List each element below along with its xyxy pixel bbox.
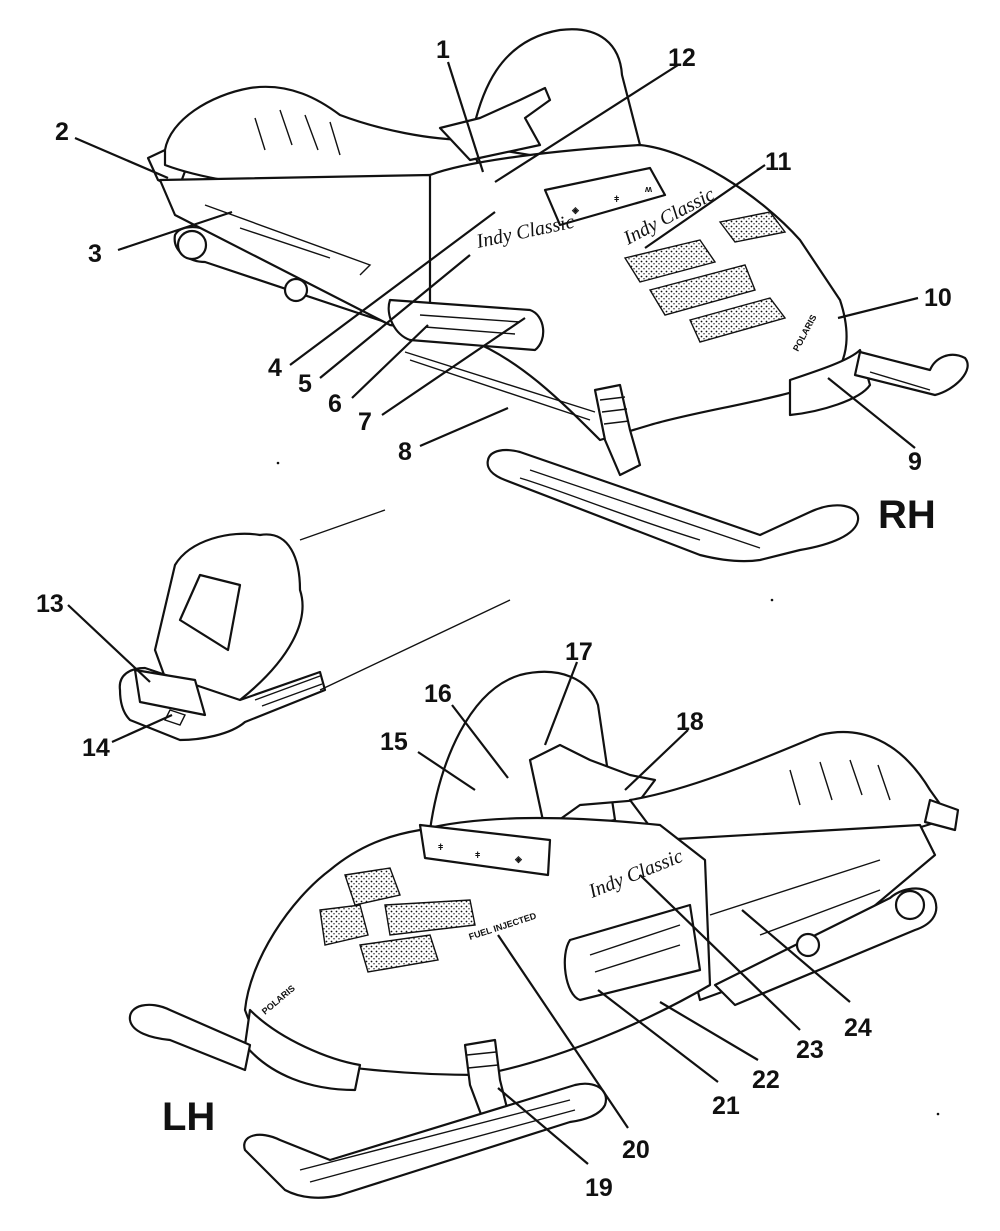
rh-mid-wheel bbox=[283, 277, 309, 303]
leader-1 bbox=[446, 61, 485, 173]
inset-taillight bbox=[133, 668, 207, 717]
leader-14 bbox=[111, 713, 173, 744]
lh-hood-vent-4 bbox=[359, 934, 439, 973]
leader-2 bbox=[74, 136, 169, 180]
callout-11: 11 bbox=[765, 148, 792, 176]
leader-16 bbox=[451, 704, 509, 779]
lh-rear-wheel bbox=[894, 889, 926, 921]
lh-rear-bumper bbox=[923, 798, 960, 832]
callout-9: 9 bbox=[908, 448, 922, 476]
rh-hood-vent-3 bbox=[689, 297, 787, 343]
rear-inset bbox=[118, 509, 511, 742]
leader-23 bbox=[639, 874, 801, 1031]
leader-lines bbox=[67, 61, 919, 1165]
leader-8 bbox=[419, 406, 509, 448]
scan-speck bbox=[770, 598, 774, 602]
callout-14: 14 bbox=[82, 734, 110, 762]
callout-19: 19 bbox=[585, 1174, 613, 1202]
rh-hood-vent-1 bbox=[623, 239, 717, 283]
svg-text:◈: ◈ bbox=[514, 854, 523, 864]
rh-spindle bbox=[593, 383, 642, 477]
scan-speck bbox=[276, 461, 280, 465]
callout-21: 21 bbox=[712, 1092, 740, 1120]
callout-4: 4 bbox=[268, 354, 282, 382]
leader-3 bbox=[117, 210, 233, 252]
lh-hood-vent-1 bbox=[344, 867, 401, 906]
lh-view-label: LH bbox=[162, 1095, 215, 1139]
callout-1: 1 bbox=[436, 36, 450, 64]
callout-3: 3 bbox=[88, 240, 102, 268]
lh-mid-wheel bbox=[795, 932, 821, 958]
leader-12 bbox=[494, 64, 679, 183]
rh-console bbox=[543, 166, 667, 227]
rh-snowmobile: ◈ ǂ ʍ Indy Classic Indy Classic POLARIS bbox=[146, 28, 969, 563]
leader-22 bbox=[659, 1001, 759, 1061]
rh-side-scoop bbox=[387, 298, 545, 352]
callout-18: 18 bbox=[676, 708, 704, 736]
leader-4 bbox=[289, 211, 496, 366]
svg-text:ʍ: ʍ bbox=[644, 184, 653, 194]
leader-5 bbox=[319, 254, 471, 379]
lh-nose bbox=[243, 1008, 362, 1092]
lh-hood-vent-2 bbox=[384, 899, 476, 936]
rh-front-ski bbox=[853, 350, 969, 397]
callout-17: 17 bbox=[565, 638, 593, 666]
callout-15: 15 bbox=[380, 728, 408, 756]
leader-9 bbox=[827, 377, 916, 449]
rh-main-ski bbox=[486, 449, 860, 563]
svg-text:ǂ: ǂ bbox=[475, 850, 480, 860]
svg-text:◈: ◈ bbox=[571, 205, 580, 215]
rh-nose bbox=[788, 348, 872, 417]
rh-rear-wheel bbox=[176, 229, 208, 261]
leader-24 bbox=[741, 909, 851, 1003]
lh-front-ski bbox=[128, 1003, 252, 1072]
rh-hood-vent-2 bbox=[648, 264, 756, 316]
svg-text:ǂ: ǂ bbox=[614, 194, 619, 204]
rh-view-label: RH bbox=[878, 493, 936, 537]
callout-13: 13 bbox=[36, 590, 64, 618]
leader-19 bbox=[497, 1087, 589, 1165]
callout-7: 7 bbox=[358, 408, 372, 436]
leader-11 bbox=[644, 164, 766, 249]
callout-6: 6 bbox=[328, 390, 342, 418]
lh-side-scoop bbox=[563, 903, 702, 1002]
rh-hood-vent-4 bbox=[718, 211, 787, 243]
lh-hood-vent-3 bbox=[319, 904, 369, 946]
leader-21 bbox=[597, 989, 719, 1083]
callout-20: 20 bbox=[622, 1136, 650, 1164]
inset-window bbox=[178, 573, 242, 652]
callout-24: 24 bbox=[844, 1014, 872, 1042]
callout-23: 23 bbox=[796, 1036, 824, 1064]
leader-15 bbox=[417, 751, 476, 791]
lh-console bbox=[418, 823, 552, 877]
leader-6 bbox=[351, 324, 429, 399]
callout-labels: 1 2 3 4 5 6 7 8 9 10 11 12 13 14 15 16 1… bbox=[36, 36, 952, 1202]
lh-main-ski bbox=[243, 1082, 608, 1199]
callout-16: 16 bbox=[424, 680, 452, 708]
leader-17 bbox=[543, 661, 579, 746]
lh-snowmobile: ǂ ǂ ◈ Indy Classic FUEL INJECTED POLARIS bbox=[128, 670, 960, 1199]
svg-text:ǂ: ǂ bbox=[438, 842, 443, 852]
scan-speck bbox=[936, 1112, 940, 1116]
leader-13 bbox=[67, 604, 151, 683]
callout-2: 2 bbox=[55, 118, 69, 146]
callout-12: 12 bbox=[668, 44, 696, 72]
leader-7 bbox=[381, 317, 526, 416]
callout-5: 5 bbox=[298, 370, 312, 398]
leader-10 bbox=[837, 296, 919, 320]
lh-track bbox=[713, 887, 938, 1007]
callout-22: 22 bbox=[752, 1066, 780, 1094]
leader-20 bbox=[497, 934, 629, 1129]
callout-10: 10 bbox=[924, 284, 952, 312]
lh-windshield bbox=[428, 670, 617, 842]
callout-8: 8 bbox=[398, 438, 412, 466]
leader-18 bbox=[624, 729, 689, 791]
rh-handlebar bbox=[438, 86, 552, 162]
